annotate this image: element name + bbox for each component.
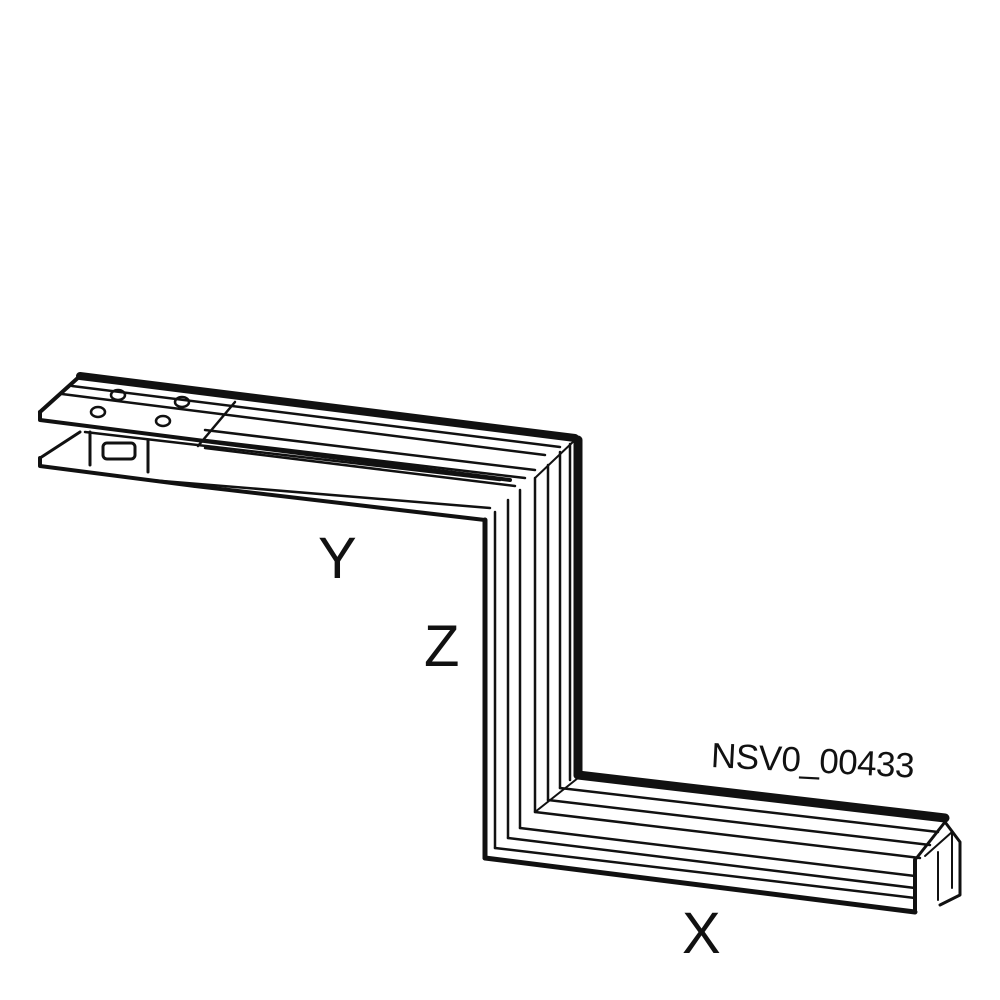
y-section: [38, 372, 579, 522]
dimension-label-z: Z: [424, 614, 460, 679]
dimension-label-x: X: [682, 901, 721, 966]
x-section: [482, 770, 962, 915]
dimension-label-y: Y: [318, 526, 357, 591]
z-section: [482, 435, 583, 861]
